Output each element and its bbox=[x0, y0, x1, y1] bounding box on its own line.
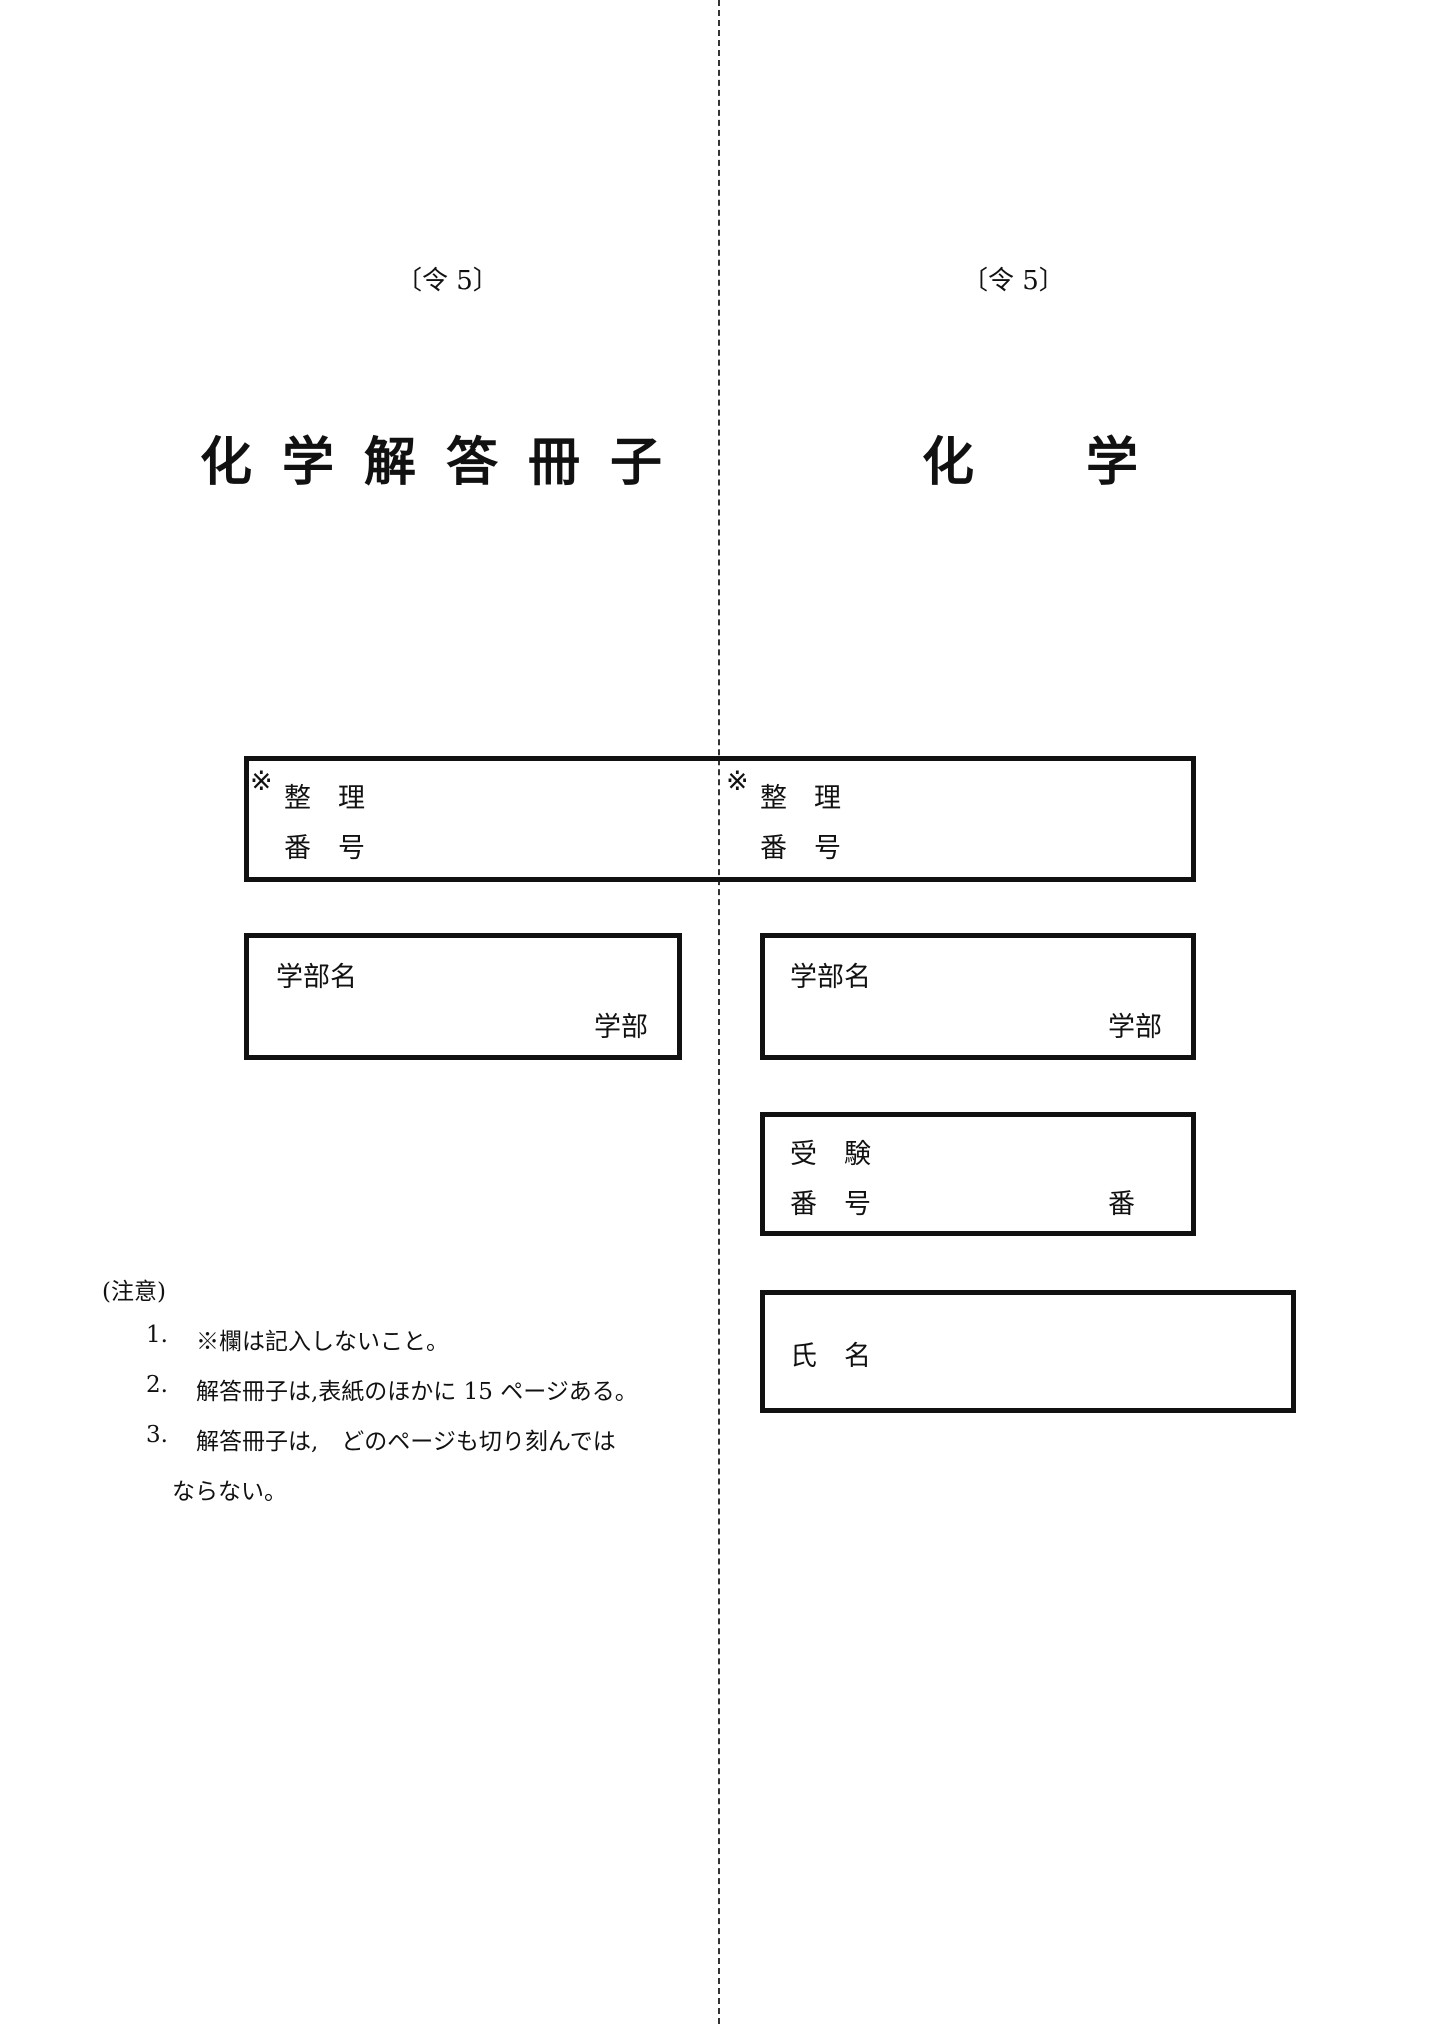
left-title: 化学解答冊子 bbox=[200, 432, 693, 493]
left-faculty-box[interactable] bbox=[244, 933, 682, 1060]
exam-number-line2: 番 号 bbox=[790, 1189, 871, 1220]
name-label: 氏 名 bbox=[790, 1341, 871, 1372]
seiri-number-box[interactable] bbox=[244, 756, 1196, 882]
left-seiri-mark: ※ bbox=[250, 766, 273, 797]
note-1-number: 1. bbox=[146, 1322, 168, 1348]
notes-heading: (注意) bbox=[102, 1279, 166, 1305]
right-faculty-suffix: 学部 bbox=[1108, 1012, 1162, 1043]
cut-line bbox=[718, 0, 720, 2024]
note-1-text: ※欄は記入しないこと。 bbox=[196, 1329, 449, 1355]
note-2-number: 2. bbox=[146, 1372, 168, 1398]
right-title: 化 学 bbox=[922, 432, 1169, 493]
exam-number-suffix: 番 bbox=[1108, 1189, 1135, 1220]
right-seiri-line2: 番 号 bbox=[760, 833, 841, 864]
right-faculty-label: 学部名 bbox=[790, 962, 871, 993]
left-seiri-line1: 整 理 bbox=[284, 783, 365, 814]
left-faculty-suffix: 学部 bbox=[594, 1012, 648, 1043]
left-seiri-line2: 番 号 bbox=[284, 833, 365, 864]
exam-number-line1: 受 験 bbox=[790, 1139, 871, 1170]
left-faculty-label: 学部名 bbox=[276, 962, 357, 993]
left-era-label: 〔令 5〕 bbox=[396, 266, 499, 296]
right-era-label: 〔令 5〕 bbox=[962, 266, 1065, 296]
name-box[interactable] bbox=[760, 1290, 1296, 1413]
note-3-number: 3. bbox=[146, 1422, 168, 1448]
right-seiri-mark: ※ bbox=[726, 766, 749, 797]
note-3-text-continued: ならない。 bbox=[172, 1479, 287, 1505]
right-faculty-box[interactable] bbox=[760, 933, 1196, 1060]
exam-number-box[interactable] bbox=[760, 1112, 1196, 1236]
note-3-text: 解答冊子は, どのページも切り刻んでは bbox=[196, 1429, 616, 1455]
note-2-text: 解答冊子は,表紙のほかに 15 ページある。 bbox=[196, 1379, 638, 1405]
right-seiri-line1: 整 理 bbox=[760, 783, 841, 814]
